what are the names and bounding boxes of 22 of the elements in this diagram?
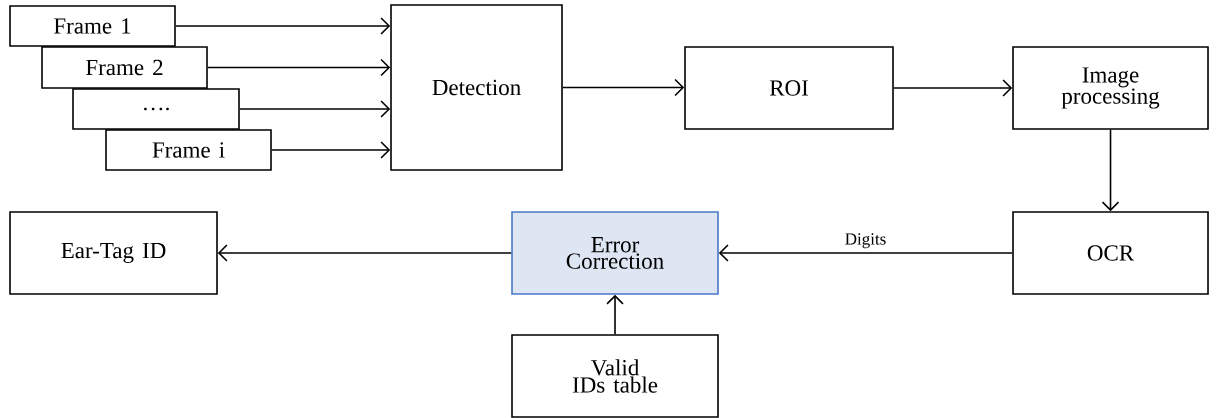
process-box: Frame 2 bbox=[41, 46, 208, 89]
process-box: …. bbox=[72, 88, 240, 130]
process-box: Image processing bbox=[1012, 46, 1209, 130]
process-box: Frame 1 bbox=[9, 5, 176, 47]
arrow bbox=[217, 244, 512, 262]
arrow bbox=[239, 100, 391, 118]
arrow bbox=[1101, 129, 1120, 212]
arrow bbox=[606, 294, 624, 335]
process-box: Frame i bbox=[105, 129, 272, 171]
process-box: ROI bbox=[684, 46, 894, 130]
process-box: Error Correction bbox=[511, 211, 719, 295]
arrow bbox=[207, 58, 391, 77]
arrow bbox=[175, 17, 391, 35]
process-box: OCR bbox=[1012, 211, 1209, 295]
edge-label: Digits bbox=[843, 232, 888, 250]
process-box: Valid IDs table bbox=[511, 334, 719, 418]
arrow bbox=[562, 78, 685, 97]
process-box: Ear-Tag ID bbox=[9, 211, 218, 295]
arrow bbox=[718, 244, 1013, 262]
arrow bbox=[893, 79, 1013, 97]
arrow bbox=[271, 141, 391, 159]
process-box: Detection bbox=[390, 4, 563, 171]
